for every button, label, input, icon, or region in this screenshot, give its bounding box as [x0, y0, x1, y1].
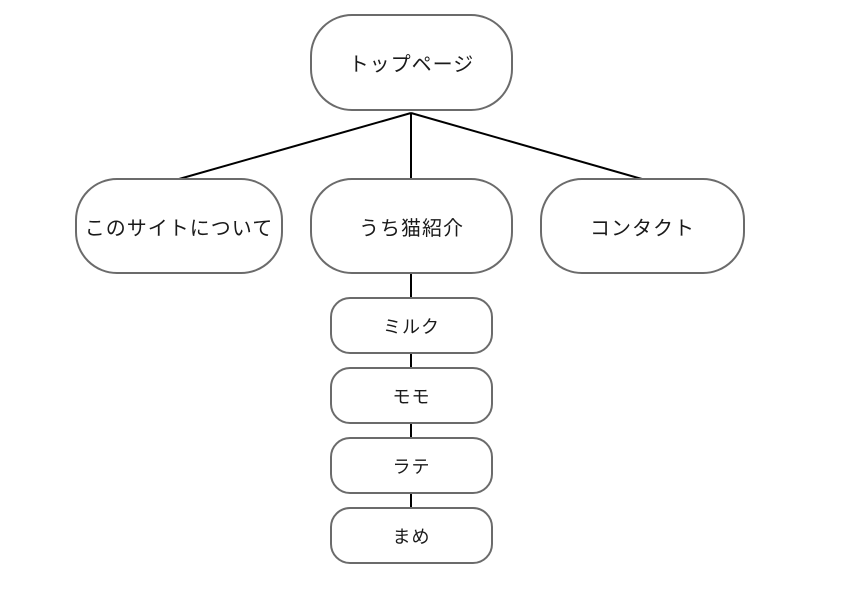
- node-top-page-label: トップページ: [348, 54, 475, 76]
- node-cat-momo: モモ: [330, 367, 493, 424]
- node-cat-milk: ミルク: [330, 297, 493, 354]
- node-cats-intro: うち猫紹介: [310, 178, 513, 274]
- node-cat-mame-label: まめ: [392, 526, 431, 547]
- node-cat-latte-label: ラテ: [392, 456, 431, 477]
- connector-root-to-contact: [410, 112, 643, 180]
- node-about-site-label: このサイトについて: [84, 217, 274, 240]
- node-cat-momo-label: モモ: [392, 386, 431, 407]
- node-contact: コンタクト: [540, 178, 745, 274]
- node-cat-milk-label: ミルク: [383, 316, 440, 337]
- node-contact-label: コンタクト: [590, 217, 695, 240]
- connector-root-to-about: [178, 112, 412, 180]
- node-cat-mame: まめ: [330, 507, 493, 564]
- node-top-page: トップページ: [310, 14, 513, 111]
- node-cat-latte: ラテ: [330, 437, 493, 494]
- node-cats-intro-label: うち猫紹介: [359, 217, 464, 240]
- node-about-site: このサイトについて: [75, 178, 283, 274]
